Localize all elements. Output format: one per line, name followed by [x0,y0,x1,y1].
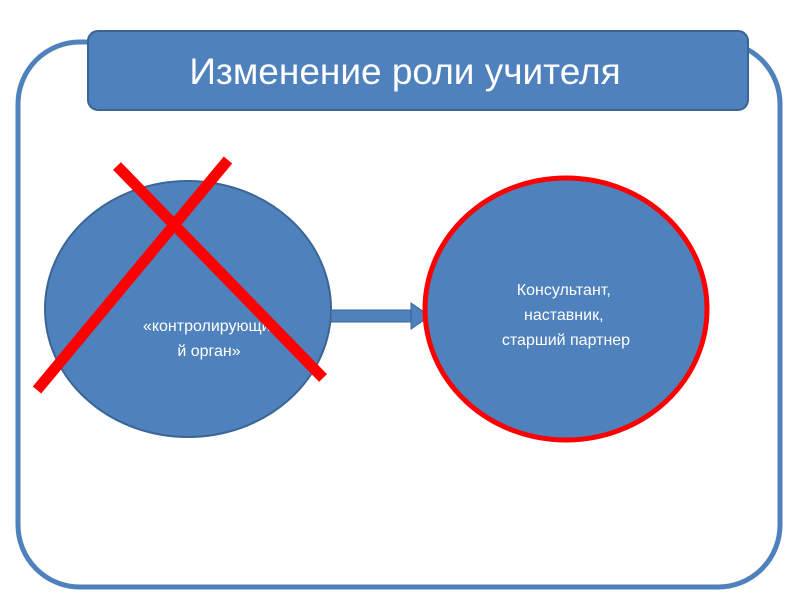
old-role-line-1: «контролирующи [143,318,271,335]
cross-out-mark [32,156,327,394]
title-banner-box [87,30,749,111]
new-role-circle [422,175,710,443]
new-role-label: Консультант, наставник, старший партнер [502,282,630,349]
old-role-circle [44,180,332,438]
arrow-head [410,302,431,330]
cross-line-2 [32,156,233,394]
title-banner: Изменение роли учителя [87,30,749,111]
connector-arrow [330,302,431,330]
old-role-label: «контролирующи й орган» [143,318,275,360]
arrow-shaft [330,309,414,323]
old-role-line-2: й орган» [177,343,240,360]
new-role-line-3: старший партнер [502,332,630,349]
new-role-line-2: наставник, [524,307,604,324]
cross-line-1 [113,162,327,382]
old-role-node: «контролирующи й орган» [44,180,332,438]
new-role-node: Консультант, наставник, старший партнер [422,175,710,443]
slide-title: Изменение роли учителя [189,51,620,92]
new-role-line-1: Консультант, [517,282,611,299]
